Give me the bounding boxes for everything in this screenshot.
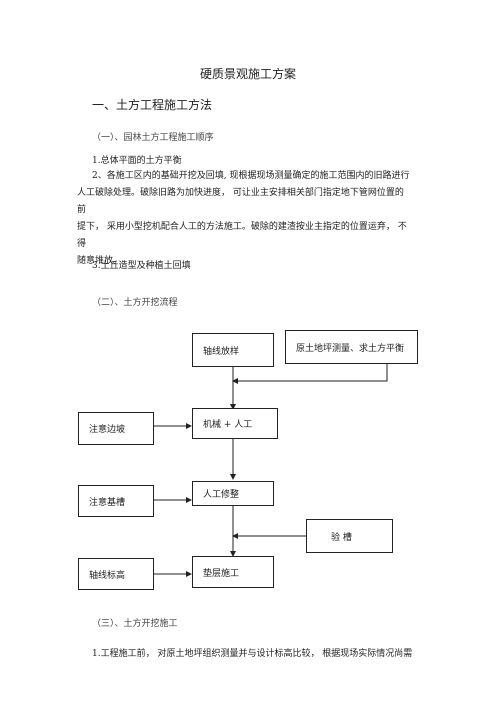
box-survey-balance: 原土地坪测量、求土方平衡 xyxy=(285,330,418,364)
box-axis-setout: 轴线放样 xyxy=(192,333,274,367)
document-title: 硬质景观施工方案 xyxy=(199,67,296,81)
box-axis-elevation: 轴线标高 xyxy=(78,558,154,590)
box-manual-trim: 人工修整 xyxy=(192,481,274,506)
item-3: 3.土丘造型及种植土回填 xyxy=(92,261,191,271)
item-2-line-3: 提下， 采用小型挖机配合人工的方法施工。破除的建渣按业主指定的位置运弃， 不得 xyxy=(77,222,407,249)
section-3-title: （三）、土方开挖施工 xyxy=(92,619,178,629)
box-cushion: 垫层施工 xyxy=(192,556,274,588)
box-side-slope: 注意边坡 xyxy=(78,412,154,445)
item-2-line-2: 人工破除处理。破除旧路为加快进度， 可让业主安排相关部门指定地下管网位置的前 xyxy=(77,188,404,215)
section-2-title: （二）、土方开挖流程 xyxy=(92,298,178,308)
item-1: 1.总体平面的土方平衡 xyxy=(92,156,182,166)
box-mech-manual: 机械 + 人工 xyxy=(192,408,278,439)
section-1-title: （一）、园林土方工程施工顺序 xyxy=(92,133,214,143)
item-2-line-4: 随意堆放。 xyxy=(77,256,123,266)
item-2-line-1: 2、各施工区内的基础开挖及回填, 现根据现场测量确定的施工范围内的旧路进行 xyxy=(92,171,410,181)
box-base-trench: 注意基槽 xyxy=(78,485,154,517)
item-2-paragraph: 2、各施工区内的基础开挖及回填, 现根据现场测量确定的施工范围内的旧路进行 人工… xyxy=(77,168,412,270)
section-3-line-1: 1.工程施工前， 对原土地坪组织测量并与设计标高比较， 根据现场实际情况尚需 xyxy=(92,649,413,659)
box-inspect-trench: 验 槽 xyxy=(306,519,393,553)
heading-earthwork-methods: 一、土方工程施工方法 xyxy=(92,98,213,112)
survey-to-main-arrow xyxy=(232,363,388,384)
